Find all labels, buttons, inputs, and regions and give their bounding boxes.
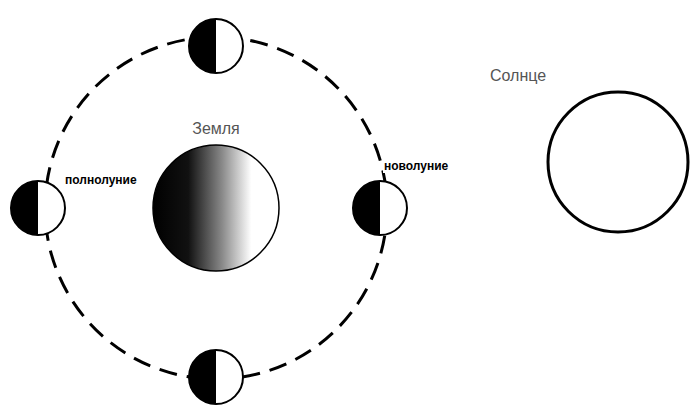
phase-label: полнолуние	[64, 173, 138, 187]
circle-shape	[548, 92, 688, 232]
moon-right	[353, 181, 407, 235]
sun-circle: Солнце	[490, 62, 688, 234]
node-heading: Земля	[150, 119, 282, 139]
moon-left	[11, 181, 65, 235]
earth-circle: Земля	[150, 112, 282, 276]
moon-bottom	[189, 350, 243, 404]
orbit-path	[45, 37, 387, 379]
node-heading: Солнце	[490, 66, 688, 86]
circle-outline	[490, 62, 688, 234]
phase-label: новолуние	[383, 159, 449, 173]
circle-shape	[153, 145, 279, 271]
moon-top	[189, 19, 243, 73]
